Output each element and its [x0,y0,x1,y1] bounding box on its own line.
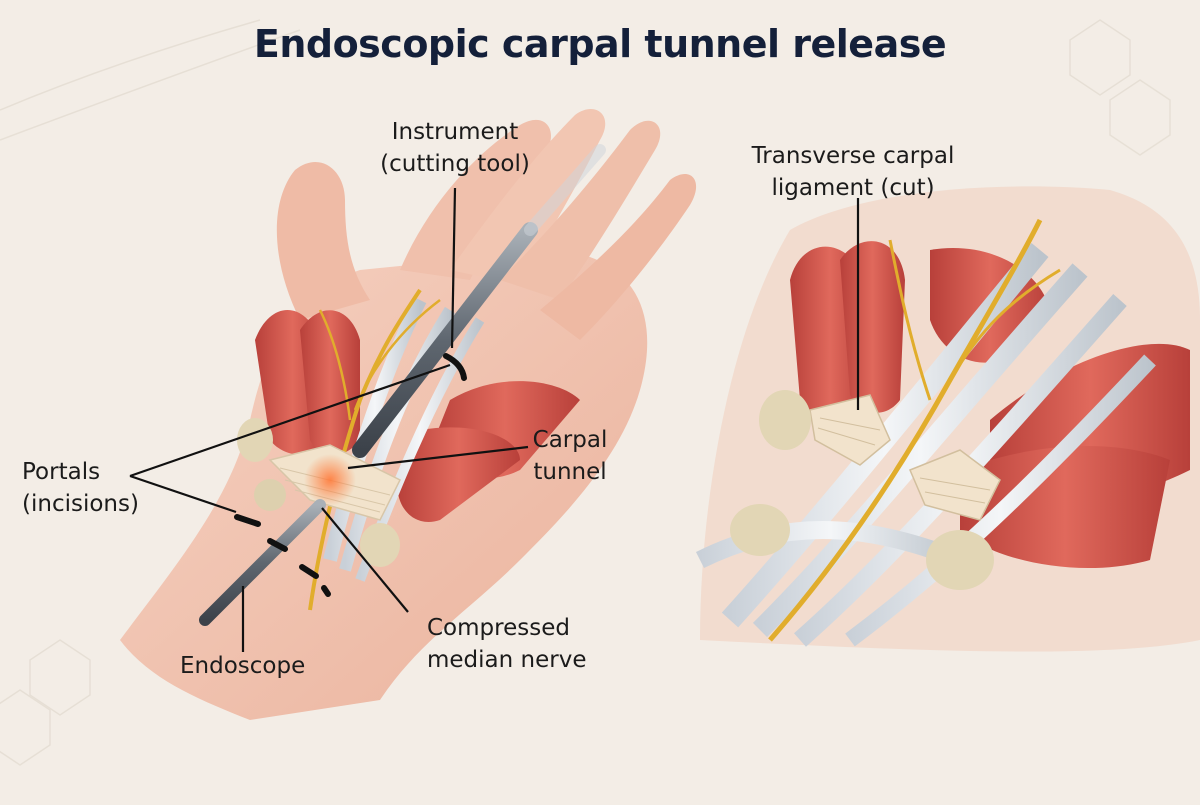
closeup-illustration [695,186,1200,652]
label-carpal-tunnel: Carpal tunnel [530,424,610,488]
background-decoration [0,19,1171,766]
label-compressed-nerve-line1: Compressed [427,615,570,641]
label-portals-line1: Portals [22,459,101,485]
label-instrument: Instrument (cutting tool) [380,116,530,180]
label-ligament-cut-line1: Transverse carpal [751,143,955,169]
portal-marks [234,514,331,597]
page-title: Endoscopic carpal tunnel release [253,22,947,66]
label-compressed-nerve-line2: median nerve [427,647,587,673]
endoscope-tool [199,499,326,626]
hand-illustration [120,109,697,720]
label-compressed-nerve: Compressed median nerve [427,612,586,676]
callout-lines [129,187,860,652]
label-carpal-tunnel-line1: Carpal [532,427,608,453]
label-instrument-line2: (cutting tool) [380,151,530,177]
label-portals-line2: (incisions) [22,491,139,517]
cutting-tool [352,222,538,458]
label-endoscope: Endoscope [180,653,306,679]
label-instrument-line1: Instrument [391,119,519,145]
cut-ligament-right [909,449,1001,521]
median-nerve [308,288,422,611]
label-ligament-cut-line2: ligament (cut) [771,175,935,201]
cut-ligament-left [809,394,891,466]
label-portals: Portals (incisions) [22,456,139,520]
label-carpal-tunnel-line2: tunnel [533,459,607,485]
label-ligament-cut: Transverse carpal ligament (cut) [748,140,958,204]
